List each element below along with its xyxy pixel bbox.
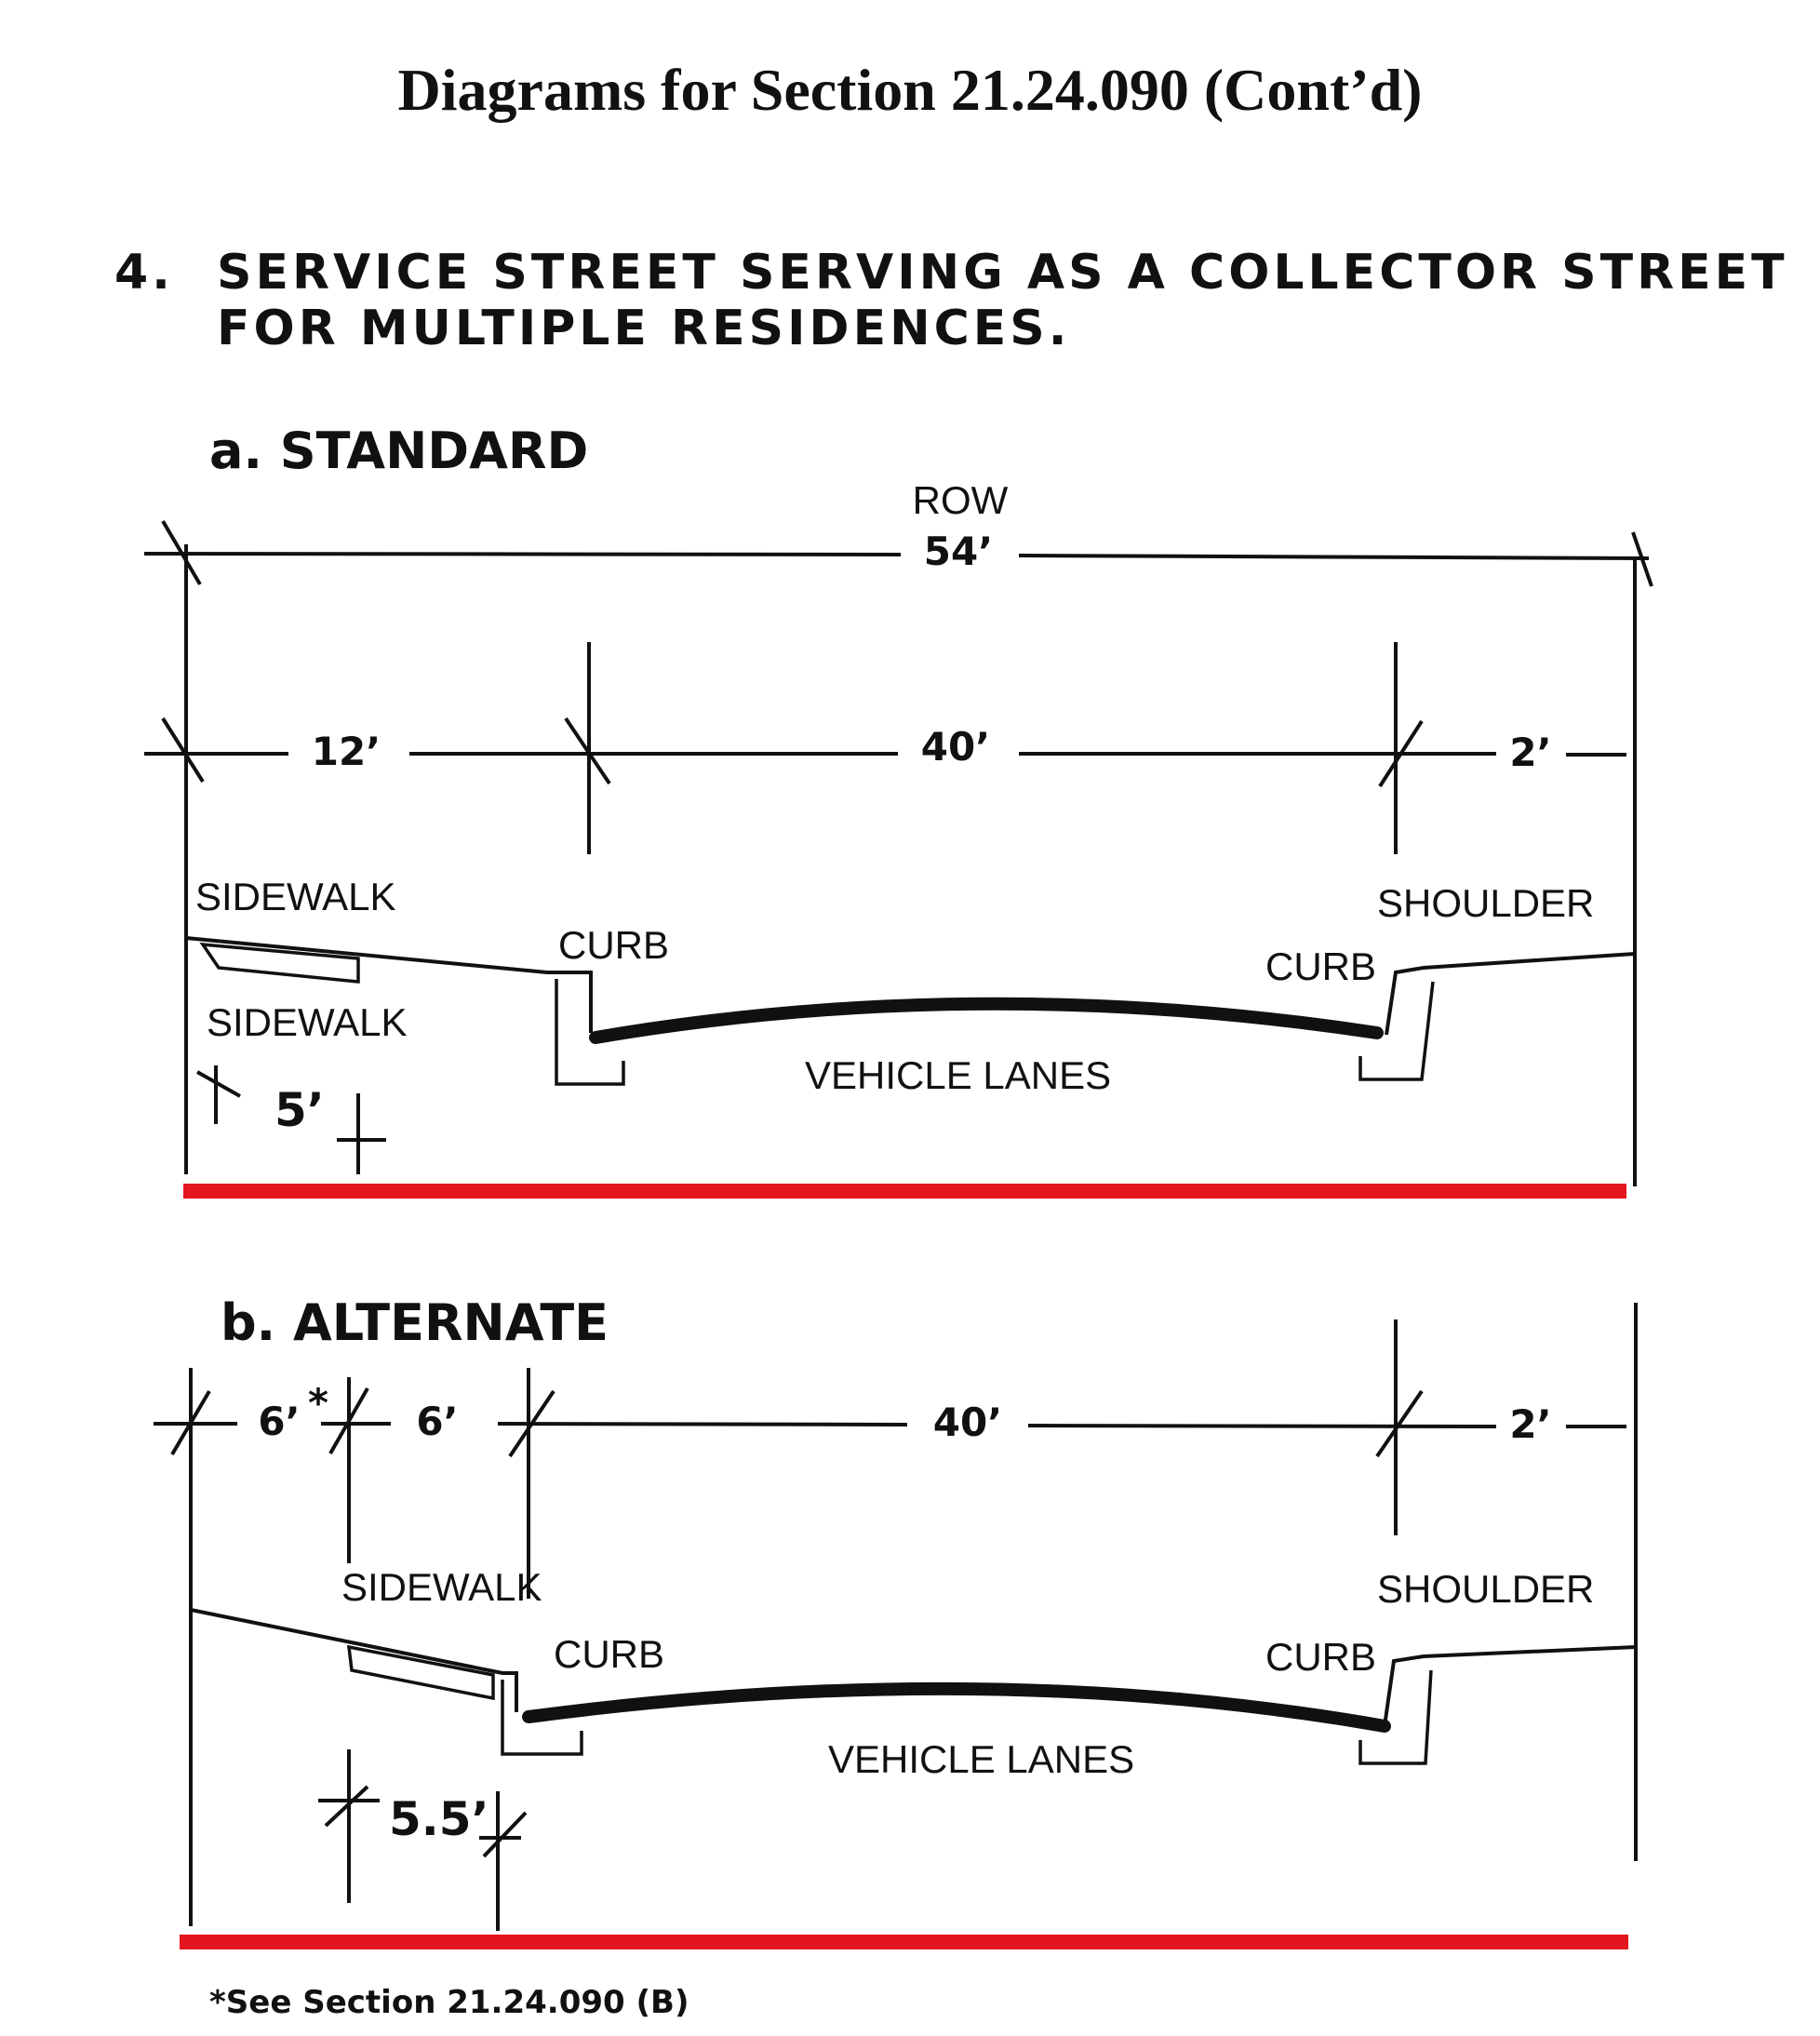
alt-dim-tick-4	[1375, 1389, 1424, 1458]
row-label: ROW	[913, 478, 1009, 522]
sidewalk-width-tick-left	[196, 1070, 241, 1098]
heading-line-1: SERVICE STREET SERVING AS A COLLECTOR ST…	[217, 245, 1788, 301]
alt-sidewalk-slab	[346, 1644, 495, 1701]
alt-dim-lanes: 40’	[933, 1400, 1002, 1445]
alternate-section: b. ALTERNATE 6’ * 6’ 40’ 2’ SIDEWALK SHO…	[154, 1293, 1638, 1949]
alt-shoulder-label: SHOULDER	[1377, 1567, 1594, 1611]
footnote: *See Section 21.24.090 (B)	[209, 1984, 689, 2021]
alt-dim-line-3	[497, 1422, 908, 1427]
alt-sidewalk-width-slash-left	[324, 1785, 369, 1828]
sidewalk-label: SIDEWALK	[207, 1000, 408, 1044]
dim-lanes: 40’	[921, 724, 990, 770]
alt-curb-right-label: CURB	[1265, 1635, 1376, 1679]
alt-dim-tick-3	[508, 1389, 555, 1458]
dim-tick-3	[1378, 719, 1424, 788]
sidewalk-slab	[199, 942, 360, 984]
alt-ground-profile-left	[190, 1608, 518, 1712]
dim-sidewalk-zone: 12’	[312, 729, 381, 774]
curb-left-shape	[555, 979, 625, 1086]
curb-right-label: CURB	[1265, 944, 1376, 988]
page-title: Diagrams for Section 21.24.090 (Cont’d)	[398, 57, 1423, 123]
sidewalk-top-label: SIDEWALK	[195, 875, 396, 918]
dim-shoulder: 2’	[1509, 730, 1551, 775]
alt-curb-right-shape	[1358, 1669, 1433, 1765]
alt-sidewalk-width-slash-right	[482, 1811, 528, 1858]
alternate-label: b. ALTERNATE	[221, 1293, 609, 1352]
heading-line-2: FOR MULTIPLE RESIDENCES.	[217, 301, 1071, 356]
shoulder-label: SHOULDER	[1377, 881, 1594, 925]
row-dimension-line-right	[1018, 554, 1650, 560]
vehicle-lanes-label: VEHICLE LANES	[805, 1053, 1111, 1097]
alt-dim-line-4	[1027, 1424, 1497, 1428]
ground-profile-right	[1385, 952, 1636, 1036]
alt-curb-left-shape	[501, 1680, 583, 1756]
standard-section: a. STANDARD ROW 54’ 12’ 40’ 2’ SIDEWALK …	[143, 422, 1653, 1199]
alt-dim-shoulder: 2’	[1509, 1401, 1551, 1447]
row-tick-right	[1631, 531, 1653, 587]
curb-left-label: CURB	[558, 923, 669, 967]
alt-ground-profile-right	[1383, 1645, 1637, 1727]
pavement-surface	[589, 997, 1384, 1044]
standard-label: a. STANDARD	[209, 422, 588, 480]
alt-dim-tick-2	[328, 1387, 369, 1454]
alt-curb-left-label: CURB	[554, 1632, 664, 1676]
alt-dim-planting-mark: *	[308, 1380, 328, 1426]
heading-number: 4.	[114, 245, 174, 301]
dim-tick-2	[564, 717, 611, 785]
alt-dim-tick-1	[170, 1389, 211, 1456]
dim-tick-1	[161, 717, 205, 784]
ground-profile-left	[185, 936, 593, 1033]
row-tick-left	[161, 519, 202, 586]
alt-pavement-surface	[522, 1681, 1391, 1733]
sidewalk-width: 5’	[274, 1083, 325, 1137]
row-width: 54’	[924, 529, 993, 574]
alt-sidewalk-width: 5.5’	[389, 1792, 489, 1846]
alt-dim-sidewalk: 6’	[416, 1399, 458, 1444]
alt-sidewalk-label: SIDEWALK	[341, 1565, 542, 1609]
row-dimension-line-left	[143, 552, 902, 556]
alt-vehicle-lanes-label: VEHICLE LANES	[828, 1737, 1134, 1781]
alt-dim-planting: 6’	[258, 1399, 300, 1444]
curb-right-shape	[1358, 981, 1435, 1081]
